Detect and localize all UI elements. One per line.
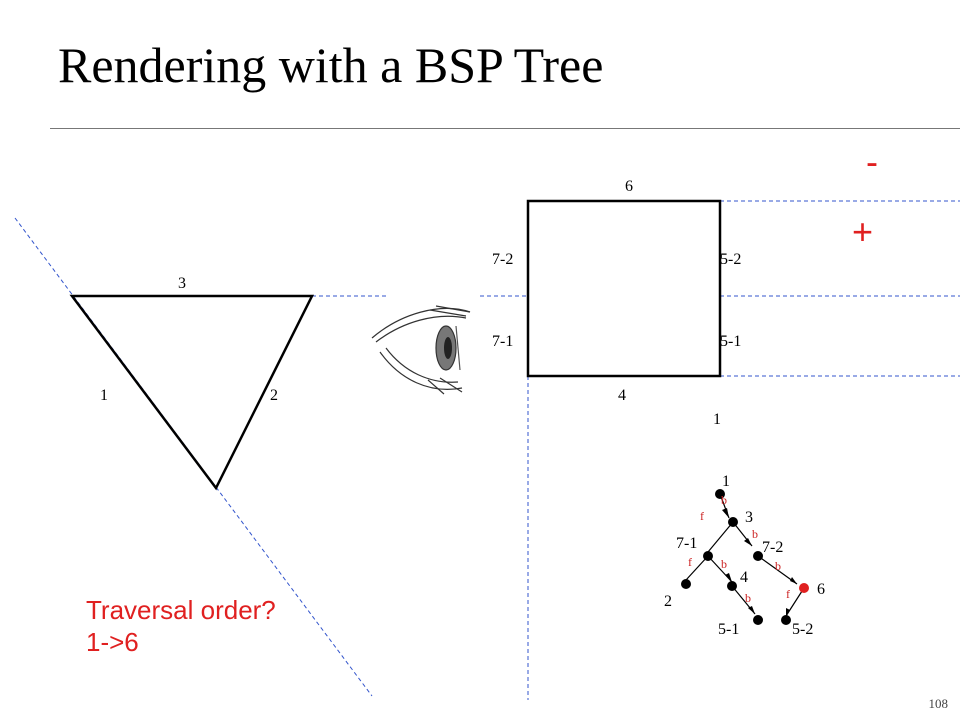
tree-node-label-6: 6 — [817, 581, 825, 598]
edge-label-b-1-3: b — [721, 493, 727, 507]
traversal-question: Traversal order? 1->6 — [86, 594, 276, 658]
square-label-right-upper: 5-2 — [720, 251, 741, 268]
tree-node-1 — [715, 489, 725, 499]
tree-arrowheads — [722, 508, 797, 616]
tree-node-4 — [727, 581, 737, 591]
tree-node-label-7-2: 7-2 — [762, 539, 783, 556]
edge-label-b-7-1-4: b — [721, 557, 727, 571]
edge-label-f-6-5-2: f — [786, 587, 790, 601]
triangle-label-left: 1 — [100, 387, 108, 404]
edge-label-b-7-2-6: b — [775, 559, 781, 573]
tree-node-label-5-2: 5-2 — [792, 621, 813, 638]
tree-node-label-5-1: 5-1 — [718, 621, 739, 638]
traversal-question-line: Traversal order? — [86, 595, 276, 625]
page-title: Rendering with a BSP Tree — [58, 37, 604, 93]
tree-node-3 — [728, 517, 738, 527]
page-number: 108 — [928, 696, 949, 711]
square-label-left-upper: 7-2 — [492, 251, 513, 268]
edge-label-f-7-1-2: f — [688, 555, 692, 569]
square-label-below: 1 — [713, 411, 721, 428]
square-label-bottom: 4 — [618, 387, 626, 404]
square-label-left-lower: 7-1 — [492, 333, 513, 350]
tree-node-5-1 — [753, 615, 763, 625]
minus-sign: - — [866, 141, 878, 182]
tree-node-label-1: 1 — [722, 473, 730, 490]
square-shape — [526, 199, 722, 378]
tree-node-2 — [681, 579, 691, 589]
triangle-label-right: 2 — [270, 387, 278, 404]
tree-node-label-3: 3 — [745, 509, 753, 526]
tree-node-7-1 — [703, 551, 713, 561]
triangle-shape — [69, 294, 315, 491]
title-divider — [50, 128, 960, 129]
square-label-top: 6 — [625, 178, 633, 195]
edge-label-b-4-5-1: b — [745, 591, 751, 605]
triangle-label-top: 3 — [178, 275, 186, 292]
square-label-right-lower: 5-1 — [720, 333, 741, 350]
eye-icon — [371, 305, 471, 395]
tree-node-5-2 — [781, 615, 791, 625]
plus-sign: + — [852, 211, 873, 252]
tree-node-label-4: 4 — [740, 569, 748, 586]
tree-node-label-7-1: 7-1 — [676, 535, 697, 552]
tree-node-6 — [799, 583, 809, 593]
tree-node-label-2: 2 — [664, 593, 672, 610]
traversal-answer-line: 1->6 — [86, 627, 139, 657]
tree-node-7-2 — [753, 551, 763, 561]
edge-label-f-3-7-1: f — [700, 509, 704, 523]
edge-label-b-3-7-2: b — [752, 527, 758, 541]
